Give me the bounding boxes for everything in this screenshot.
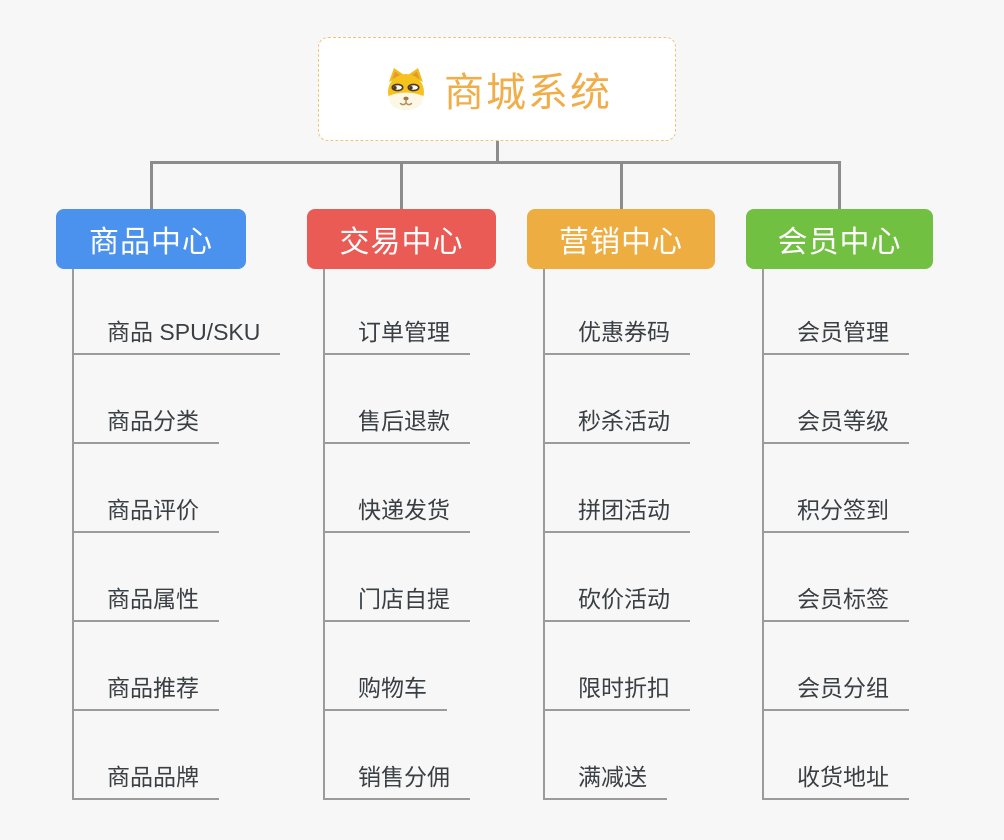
branch-item[interactable]: 优惠券码 [545, 317, 690, 355]
branch-item[interactable]: 会员管理 [764, 317, 909, 355]
branch-item[interactable]: 订单管理 [325, 317, 470, 355]
branch-item[interactable]: 售后退款 [325, 406, 470, 444]
branch-item[interactable]: 收货地址 [764, 762, 909, 800]
branch-item[interactable]: 商品推荐 [74, 673, 219, 711]
branch-item[interactable]: 商品分类 [74, 406, 219, 444]
connector-root-stub [495, 141, 499, 161]
dog-icon [388, 68, 424, 110]
branch-spine: 商品 SPU/SKU 商品分类商品评价商品属性商品推荐商品品牌 [72, 269, 281, 800]
branch-item[interactable]: 会员标签 [764, 584, 909, 622]
connector-horizontal [149, 161, 841, 164]
branch-item[interactable]: 满减送 [545, 762, 667, 800]
branch-node[interactable]: 会员中心 [746, 209, 933, 269]
branch-item[interactable]: 限时折扣 [545, 673, 690, 711]
branch-spine: 会员管理会员等级积分签到会员标签会员分组收货地址 [762, 269, 909, 800]
branch-item[interactable]: 秒杀活动 [545, 406, 690, 444]
root-node[interactable]: 商城系统 [318, 37, 676, 141]
connector-branch-stub [619, 161, 623, 209]
branch-spine: 优惠券码秒杀活动拼团活动砍价活动限时折扣满减送 [543, 269, 690, 800]
root-title: 商城系统 [444, 71, 612, 115]
branch-node[interactable]: 营销中心 [527, 209, 715, 269]
branch-item[interactable]: 购物车 [325, 673, 447, 711]
branch-item[interactable]: 门店自提 [325, 584, 470, 622]
branch-item[interactable]: 快递发货 [325, 495, 470, 533]
branch-item[interactable]: 会员等级 [764, 406, 909, 444]
branch-spine: 订单管理售后退款快递发货门店自提购物车销售分佣 [323, 269, 470, 800]
branch-item[interactable]: 销售分佣 [325, 762, 470, 800]
branch-node[interactable]: 交易中心 [307, 209, 496, 269]
connector-branch-stub [400, 161, 403, 209]
branch-item[interactable]: 商品属性 [74, 584, 219, 622]
branch-item[interactable]: 积分签到 [764, 495, 909, 533]
branch-item[interactable]: 拼团活动 [545, 495, 690, 533]
branch-node[interactable]: 商品中心 [56, 209, 246, 269]
branch-item[interactable]: 商品评价 [74, 495, 219, 533]
branch-item[interactable]: 商品品牌 [74, 762, 219, 800]
branch-item[interactable]: 会员分组 [764, 673, 909, 711]
connector-branch-stub [149, 161, 153, 209]
branch-item[interactable]: 商品 SPU/SKU [74, 317, 281, 355]
connector-branch-stub [838, 161, 841, 209]
branch-item[interactable]: 砍价活动 [545, 584, 690, 622]
